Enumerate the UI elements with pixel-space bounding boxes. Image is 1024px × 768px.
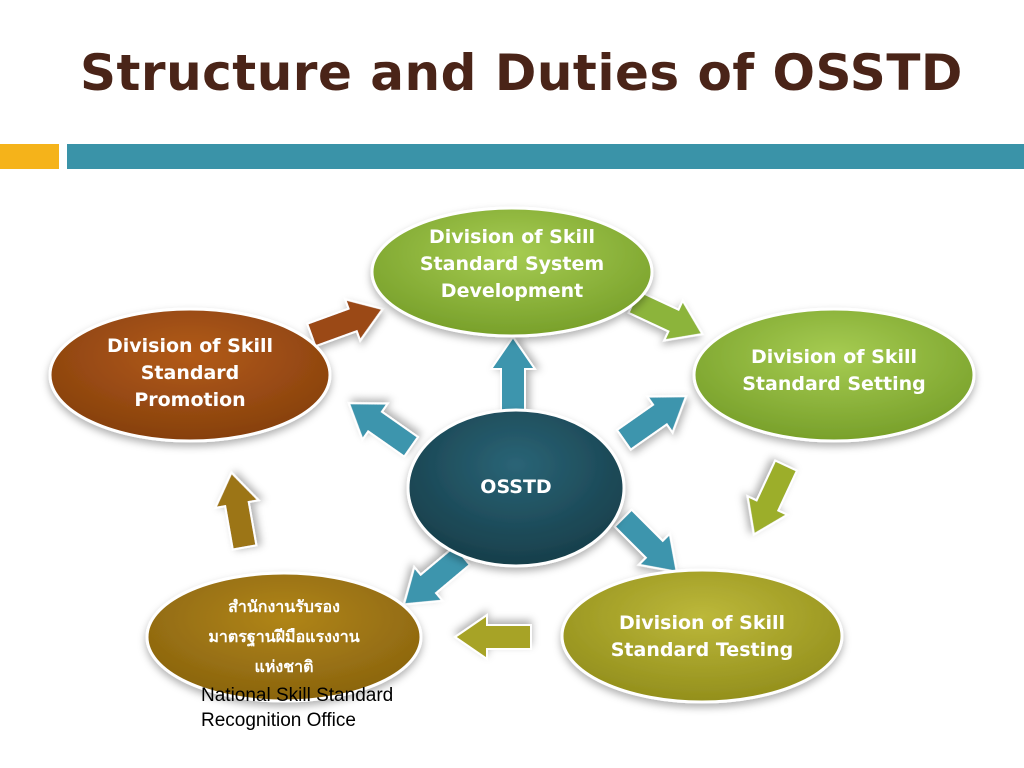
arrow-to-system-development-icon [489, 335, 537, 414]
slide-title: Structure and Duties of OSSTD [80, 44, 963, 102]
node-testing [560, 568, 844, 704]
arrow-recognition-to-promotion-icon [213, 470, 261, 551]
label-system-development: Division of Skill Standard System Develo… [419, 226, 605, 302]
caption: National Skill Standard Recognition Offi… [201, 685, 394, 731]
arrow-to-setting-icon [615, 395, 688, 452]
node-setting [692, 307, 976, 443]
title-bar-accent [0, 144, 59, 169]
arrow-to-promotion-icon [347, 402, 420, 459]
label-center: OSSTD [480, 476, 552, 498]
title-bar [67, 144, 1024, 169]
arrow-system-to-setting-icon [627, 289, 705, 342]
arrow-to-recognition-icon [402, 544, 472, 606]
node-center [406, 408, 626, 568]
node-system-development [370, 206, 654, 338]
label-recognition: สำนักงานรับรอง มาตรฐานฝีมือแรงงาน แห่งชา… [208, 597, 360, 676]
node-promotion [48, 307, 332, 443]
arrow-to-testing-icon [613, 508, 679, 574]
arrow-setting-to-testing-icon [746, 459, 799, 537]
arrow-promotion-to-system-icon [305, 297, 385, 348]
node-recognition [145, 571, 423, 703]
arrow-testing-to-recognition-icon [453, 613, 532, 661]
label-promotion: Division of Skill Standard Promotion [107, 335, 273, 411]
label-setting: Division of Skill Standard Setting [742, 346, 926, 395]
label-testing: Division of Skill Standard Testing [610, 612, 794, 661]
